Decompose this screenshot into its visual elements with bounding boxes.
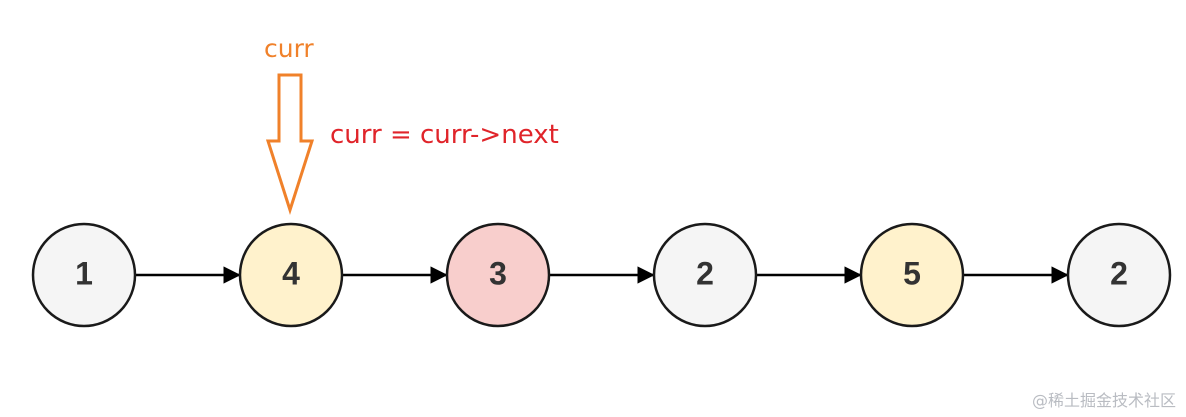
operation-label: curr = curr->next: [330, 120, 559, 150]
list-node: 2: [1066, 222, 1172, 328]
node-value: 2: [696, 255, 714, 291]
node-value: 1: [75, 255, 93, 291]
node-value: 4: [282, 255, 300, 291]
list-node: 5: [859, 222, 965, 328]
pointer-down-arrow-icon: [265, 73, 315, 215]
list-node: 3: [445, 222, 551, 328]
watermark: @稀土掘金技术社区: [1031, 391, 1176, 410]
node-circle: [238, 222, 344, 328]
node-circle: [1066, 222, 1172, 328]
list-node: 1: [31, 222, 137, 328]
node-circle: [31, 222, 137, 328]
node-value: 3: [489, 255, 507, 291]
node-circle: [652, 222, 758, 328]
list-node: 2: [652, 222, 758, 328]
list-node: 4: [238, 222, 344, 328]
node-value: 5: [903, 255, 921, 291]
node-circle: [859, 222, 965, 328]
node-circle: [445, 222, 551, 328]
node-value: 2: [1110, 255, 1128, 291]
pointer-label-curr: curr: [264, 34, 314, 63]
list-nodes: 1 4 3 2 5 2: [31, 222, 1172, 328]
